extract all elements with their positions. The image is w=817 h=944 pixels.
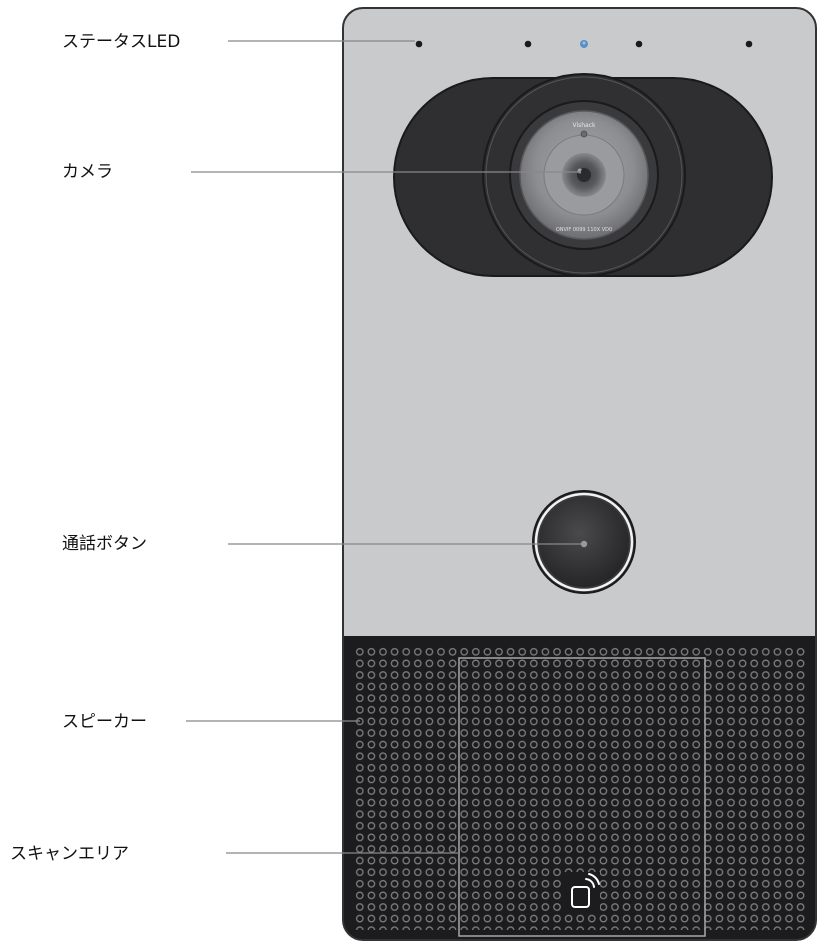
label-call-button: 通話ボタン bbox=[62, 534, 147, 554]
leader-lines bbox=[186, 40, 584, 854]
leader-dots bbox=[580, 168, 588, 548]
status-led-4 bbox=[635, 40, 643, 48]
light-sensor bbox=[580, 130, 588, 138]
label-scan-area: スキャンエリア bbox=[10, 844, 129, 864]
label-status-led: ステータスLED bbox=[62, 32, 181, 52]
status-led-2 bbox=[524, 40, 532, 48]
nfc-scan-icon bbox=[571, 873, 600, 908]
lens-spec-text: ONVIF 0099 110X VD0 bbox=[556, 227, 612, 233]
status-led-row bbox=[415, 40, 753, 48]
status-led-1 bbox=[415, 40, 423, 48]
status-led-5 bbox=[745, 40, 753, 48]
label-speaker: スピーカー bbox=[62, 712, 147, 732]
lens-brand-text: Vishack bbox=[572, 122, 596, 129]
scan-area bbox=[458, 657, 706, 937]
label-camera: カメラ bbox=[62, 162, 113, 182]
